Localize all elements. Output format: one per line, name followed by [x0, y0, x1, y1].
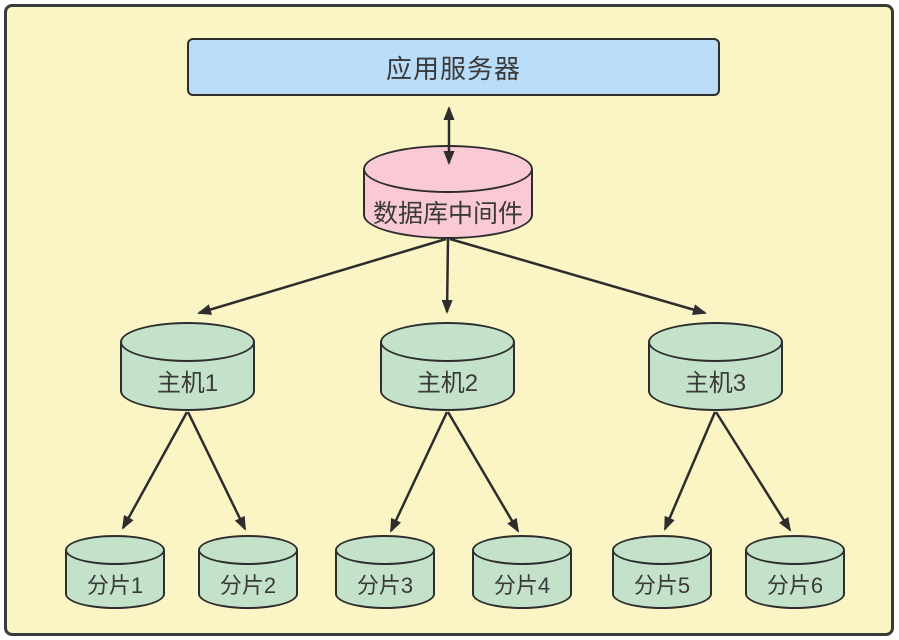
host-3-cylinder-top: [648, 322, 783, 362]
shard-6-label: 分片6: [766, 573, 824, 598]
shard-node-3: 分片3: [335, 535, 435, 609]
middleware-label: 数据库中间件: [372, 200, 523, 228]
middleware-cylinder-top: [363, 145, 533, 193]
shard-4-label: 分片4: [493, 573, 551, 598]
host-node-1: 主机1: [120, 322, 255, 411]
host-2-cylinder-top: [380, 322, 515, 362]
shard-node-5: 分片5: [612, 535, 712, 609]
shard-2-label: 分片2: [219, 573, 277, 598]
middleware-node: 数据库中间件: [363, 145, 533, 239]
app-server-node: 应用服务器: [187, 38, 720, 96]
shard-node-4: 分片4: [472, 535, 572, 609]
shard-4-cylinder-top: [472, 535, 572, 565]
shard-node-2: 分片2: [198, 535, 298, 609]
host-node-3: 主机3: [648, 322, 783, 411]
host-1-cylinder-top: [120, 322, 255, 362]
shard-1-cylinder-top: [65, 535, 165, 565]
shard-node-1: 分片1: [65, 535, 165, 609]
shard-3-cylinder-top: [335, 535, 435, 565]
host-2-label: 主机2: [416, 370, 479, 397]
shard-node-6: 分片6: [745, 535, 845, 609]
host-3-label: 主机3: [684, 370, 747, 397]
host-node-2: 主机2: [380, 322, 515, 411]
shard-1-label: 分片1: [86, 573, 144, 598]
shard-2-cylinder-top: [198, 535, 298, 565]
host-1-label: 主机1: [156, 370, 219, 397]
app-server-label: 应用服务器: [385, 53, 521, 84]
shard-3-label: 分片3: [356, 573, 414, 598]
shard-5-label: 分片5: [633, 573, 691, 598]
shard-5-cylinder-top: [612, 535, 712, 565]
shard-6-cylinder-top: [745, 535, 845, 565]
